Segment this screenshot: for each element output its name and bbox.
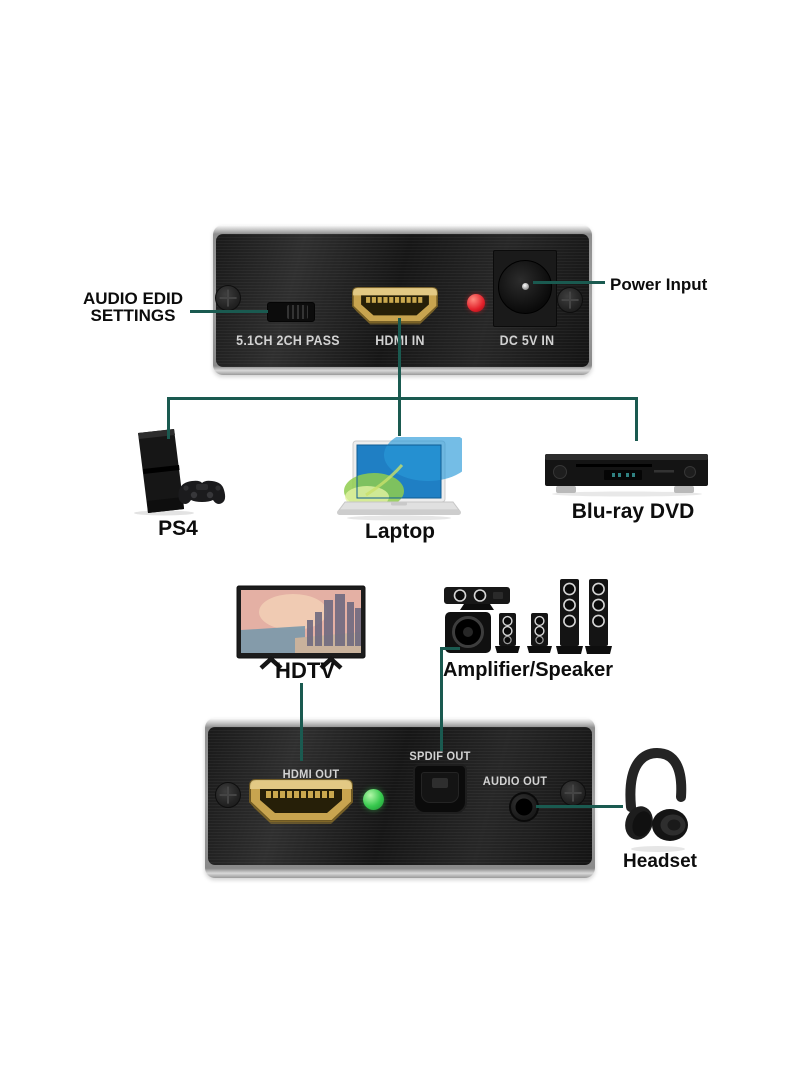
audio-edid-line1: AUDIO EDID: [82, 289, 184, 308]
screw-icon: [557, 287, 583, 313]
line-hdtv-to-hdmi-out: [300, 683, 303, 761]
headset-label: Headset: [623, 851, 697, 872]
line-audio-to-headset: [536, 805, 623, 808]
hdmi-connector-icon: [249, 779, 353, 824]
line-laptop-branch: [398, 397, 401, 436]
audio-out-caption: AUDIO OUT: [482, 774, 548, 788]
amplifier-label: Amplifier/Speaker: [442, 659, 614, 681]
audio-edid-callout: AUDIO EDID SETTINGS: [58, 290, 208, 324]
laptop-icon: [336, 437, 462, 521]
spdif-port-slot: [432, 778, 448, 789]
jack-hole: [515, 798, 533, 816]
edid-slide-switch: [267, 302, 315, 322]
line-amp-horizontal: [440, 647, 460, 650]
hdmi-connector-icon: [352, 287, 438, 325]
line-hdmi-in-drop: [398, 318, 401, 399]
audio-edid-line2: SETTINGS: [90, 306, 176, 325]
hdmi-in-port: [352, 287, 438, 327]
spdif-optical-port: [413, 764, 467, 814]
line-audio-edid: [190, 310, 268, 313]
screw-icon: [215, 782, 241, 808]
line-ps4-branch: [167, 397, 170, 439]
power-input-callout: Power Input: [610, 275, 708, 294]
spdif-caption: SPDIF OUT: [409, 749, 471, 763]
bluray-player-icon: [542, 449, 712, 499]
headset-icon: [618, 743, 696, 855]
extractor-front-panel: 5.1CH 2CH PASS HDMI IN DC 5V IN: [213, 225, 592, 375]
extractor-rear-panel: HDMI OUT SPDIF OUT AUDIO OUT: [205, 718, 595, 878]
bluray-label: Blu-ray DVD: [571, 500, 695, 523]
line-bluray-branch: [635, 397, 638, 441]
signal-led-green: [363, 789, 384, 810]
ps4-icon: [122, 426, 230, 516]
screw-icon: [560, 780, 586, 806]
line-power-input: [533, 281, 605, 284]
hdtv-label: HDTV: [275, 658, 335, 683]
amplifier-speaker-icon: [438, 576, 616, 658]
switch-knob: [287, 305, 309, 319]
line-amp-to-spdif: [440, 647, 443, 751]
audio-out-jack: [509, 792, 539, 822]
laptop-label: Laptop: [365, 520, 435, 543]
hdmi-out-caption: HDMI OUT: [282, 767, 340, 781]
hdtv-icon: [235, 584, 367, 672]
switch-caption: 5.1CH 2CH PASS: [236, 333, 340, 348]
ps4-label: PS4: [158, 517, 198, 540]
line-source-bus: [167, 397, 638, 400]
hdmi-out-port: [249, 779, 353, 827]
power-led-red: [467, 294, 485, 312]
screw-icon: [215, 285, 241, 311]
dc-center-pin: [522, 283, 529, 290]
dc-caption: DC 5V IN: [499, 333, 555, 348]
